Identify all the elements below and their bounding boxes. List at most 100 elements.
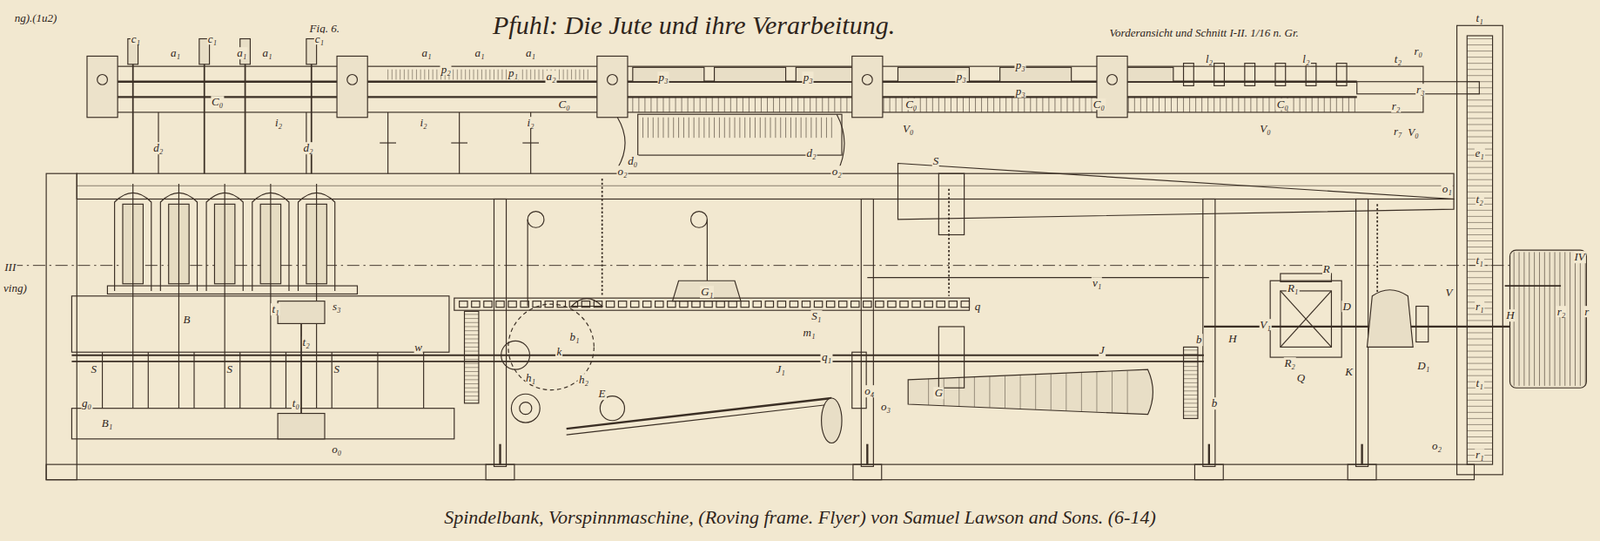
callout-label: p₃	[657, 71, 669, 84]
gear-teeth	[464, 338, 479, 340]
chain-link	[752, 301, 761, 308]
callout-label: m₁	[802, 326, 817, 339]
callout-label: r₂	[1556, 305, 1567, 318]
chain-link	[667, 301, 676, 308]
callout-label: a₂	[544, 70, 557, 83]
gill-pin	[652, 117, 654, 138]
roller-fluting	[534, 69, 536, 81]
roller-fluting	[1073, 96, 1075, 113]
gear-teeth	[1466, 295, 1493, 296]
main-shaft	[71, 360, 1204, 363]
callout-label: t₂	[1393, 53, 1403, 66]
callout-label: h₁	[524, 371, 537, 384]
pulley-line	[1554, 251, 1556, 385]
callout-label: C₀	[1276, 98, 1290, 111]
pulley-line	[1574, 251, 1576, 385]
roller-fluting	[1195, 96, 1197, 113]
roller-fluting	[932, 96, 934, 113]
cord	[706, 219, 708, 281]
gear-teeth	[1466, 105, 1493, 107]
gear-teeth	[1466, 62, 1493, 64]
differential-inner	[1280, 290, 1332, 347]
callout-label: d₂	[152, 141, 164, 155]
shaft	[1505, 284, 1561, 287]
callout-label: J₁	[775, 363, 787, 377]
roller-collar	[1305, 63, 1317, 87]
bobbin-rail	[71, 295, 450, 352]
roller-collar	[1275, 63, 1286, 87]
roller-fluting	[730, 96, 732, 113]
roller-fluting	[638, 96, 639, 113]
gill-pin	[759, 117, 761, 138]
chain-link	[924, 301, 933, 308]
post-foot	[485, 463, 515, 480]
roller-fluting	[803, 96, 805, 113]
gear-teeth	[1466, 276, 1493, 278]
title: Pfuhl: Die Jute und ihre Verarbeitung.	[492, 10, 895, 41]
chain-link	[716, 301, 725, 308]
roller-fluting	[773, 96, 774, 113]
gill-pin	[729, 117, 731, 138]
roller-fluting	[785, 96, 787, 113]
roller-fluting	[791, 96, 793, 113]
chain-link	[679, 301, 688, 308]
chain-link	[851, 301, 860, 308]
roller-fluting	[889, 96, 891, 113]
roller-fluting	[815, 96, 817, 113]
chain-link	[496, 301, 505, 308]
roller-fluting	[1336, 96, 1338, 113]
gear-teeth	[1466, 319, 1493, 321]
chain-link	[801, 301, 810, 308]
callout-label: l₂	[1301, 53, 1311, 66]
gill-pin	[667, 117, 669, 138]
cone-line	[927, 378, 929, 405]
gear-teeth	[464, 370, 479, 372]
roller-fluting	[489, 69, 491, 81]
gear-teeth	[1466, 282, 1493, 284]
gear-teeth	[1466, 460, 1493, 462]
callout-label: h₂	[578, 373, 590, 386]
roller-fluting	[833, 96, 835, 113]
roller-fluting	[1250, 96, 1251, 113]
gear-teeth	[1466, 50, 1493, 52]
roller-fluting	[748, 96, 750, 113]
roller-fluting	[387, 69, 389, 81]
gear-teeth	[1183, 394, 1198, 396]
gill-pin	[683, 117, 685, 138]
levelling-screw	[1208, 443, 1211, 464]
roller-fluting	[650, 96, 652, 113]
callout-label: k	[555, 346, 563, 359]
callout-label: p₃	[1015, 59, 1027, 72]
chain-link	[863, 301, 872, 308]
gill-pin	[703, 117, 705, 138]
roller-fluting	[821, 96, 823, 113]
roller-fluting	[981, 96, 982, 113]
bracket-curve	[617, 114, 845, 174]
callout-label: a₁	[262, 47, 274, 60]
chain-link	[484, 301, 492, 308]
gill-pin	[831, 117, 833, 138]
callout-label: V₀	[1406, 127, 1419, 140]
gear-teeth	[1183, 402, 1198, 404]
gear-teeth	[1466, 313, 1493, 315]
roller-fluting	[712, 96, 713, 113]
roller-stand	[597, 55, 628, 117]
callout-label: c₁	[314, 33, 325, 46]
roller-fluting	[1079, 96, 1081, 113]
callout-label: p₃	[955, 70, 968, 83]
gear-teeth	[1466, 99, 1493, 101]
roller-stand	[87, 55, 118, 117]
callout-label: b	[1210, 396, 1219, 410]
callout-label: d₂	[805, 147, 817, 160]
roller-fluting	[736, 96, 738, 113]
gill-pin	[749, 117, 751, 138]
callout-label: v₁	[1091, 276, 1103, 290]
callout-label: o₁	[1441, 182, 1453, 195]
roller-bearing	[347, 74, 358, 86]
callout-label: H	[1227, 332, 1237, 345]
roller-fluting	[1213, 96, 1215, 113]
change-wheel	[508, 303, 594, 390]
roller-fluting	[840, 96, 841, 113]
callout-label: s₃	[331, 300, 343, 313]
pulley-line	[1579, 251, 1581, 385]
